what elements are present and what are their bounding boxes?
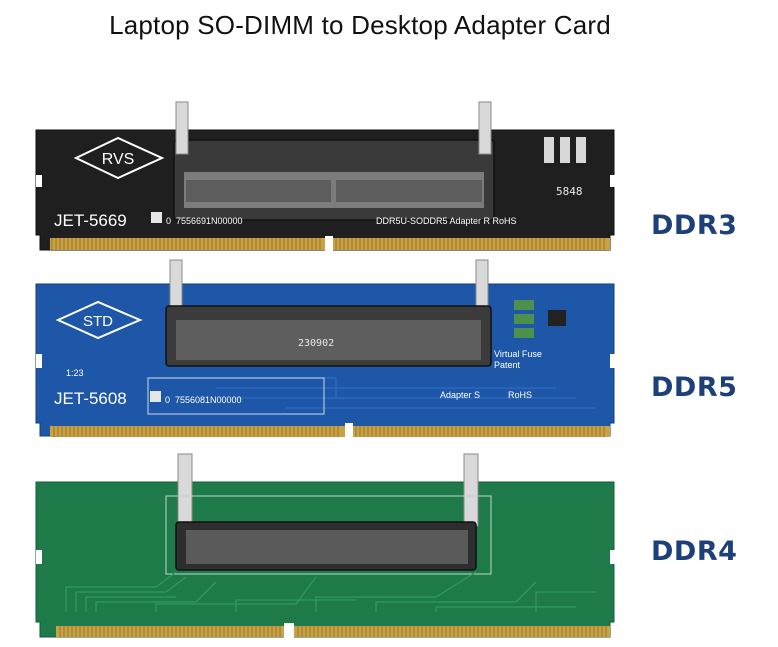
marking-left: Adapter S xyxy=(440,390,480,400)
page-title: Laptop SO-DIMM to Desktop Adapter Card xyxy=(109,10,611,40)
adapter-card-blue: STD 230902 Virtual Fuse Patent 1:23 JET-… xyxy=(35,259,616,439)
ddr3-label: DDR3 xyxy=(651,210,738,241)
virtual-fuse-label: Virtual Fuse xyxy=(494,349,542,359)
adapter-card-green xyxy=(35,453,616,639)
side-code: 1:23 xyxy=(66,368,84,378)
patent-label: Patent xyxy=(494,360,521,370)
logo-text: STD xyxy=(83,313,113,330)
svg-text:0: 0 xyxy=(165,395,170,405)
serial-label: 7556081N00000 xyxy=(175,395,242,405)
serial-label: 7556691N00000 xyxy=(176,216,243,226)
model-label: JET-5608 xyxy=(54,389,127,408)
ddr4-label: DDR4 xyxy=(651,536,738,567)
adapter-card-black: RVS 5848 JET-5669 0 7556691N00000 DDR5U-… xyxy=(35,101,616,252)
slot-code: 230902 xyxy=(298,338,334,349)
ddr5-label: DDR5 xyxy=(651,372,738,403)
board-code: 5848 xyxy=(556,185,583,198)
marking-right: RoHS xyxy=(508,390,532,400)
marking-label: DDR5U-SODDR5 Adapter R RoHS xyxy=(376,216,517,226)
model-label: JET-5669 xyxy=(54,211,127,230)
logo-text: RVS xyxy=(102,151,135,168)
svg-text:0: 0 xyxy=(166,216,171,226)
